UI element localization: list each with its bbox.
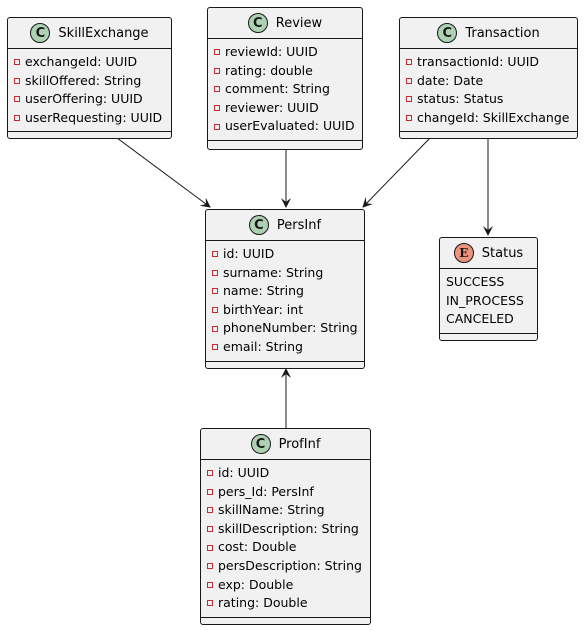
class-fields: reviewId: UUID rating: double comment: S… — [208, 39, 362, 141]
class-skillexchange: C SkillExchange exchangeId: UUID skillOf… — [7, 17, 172, 139]
class-fields: exchangeId: UUID skillOffered: String us… — [8, 49, 171, 133]
private-visibility-icon — [214, 49, 220, 56]
private-visibility-icon — [212, 344, 218, 351]
private-visibility-icon — [207, 600, 213, 607]
class-title: SkillExchange — [58, 25, 149, 41]
class-title: PersInf — [276, 217, 322, 233]
private-visibility-icon — [207, 563, 213, 570]
class-field: cost: Double — [201, 538, 370, 557]
enum-status: E Status SUCCESS IN_PROCESS CANCELED — [439, 237, 538, 341]
class-field: birthYear: int — [206, 301, 364, 320]
private-visibility-icon — [406, 96, 412, 103]
class-field: surname: String — [206, 264, 364, 283]
enum-methods — [440, 334, 537, 342]
class-methods — [201, 618, 370, 626]
private-visibility-icon — [207, 581, 213, 588]
private-visibility-icon — [214, 67, 220, 74]
edge-transaction-to-persinf — [362, 137, 431, 208]
class-field: comment: String — [208, 80, 362, 99]
class-header: C Review — [208, 8, 362, 39]
class-profinf: C ProfInf id: UUID pers_Id: PersInf skil… — [200, 428, 371, 625]
class-fields: id: UUID pers_Id: PersInf skillName: Str… — [201, 460, 370, 618]
private-visibility-icon — [212, 251, 218, 258]
class-field: transactionId: UUID — [400, 53, 577, 72]
class-methods — [400, 132, 577, 140]
class-badge-icon: C — [437, 23, 458, 43]
class-field: skillOffered: String — [8, 72, 171, 91]
private-visibility-icon — [406, 59, 412, 66]
private-visibility-icon — [406, 77, 412, 84]
class-field: reviewId: UUID — [208, 43, 362, 62]
private-visibility-icon — [14, 96, 20, 103]
class-field: phoneNumber: String — [206, 319, 364, 338]
class-methods — [208, 141, 362, 149]
class-field: skillName: String — [201, 501, 370, 520]
class-methods — [206, 362, 364, 370]
private-visibility-icon — [14, 77, 20, 84]
class-field: exp: Double — [201, 576, 370, 595]
class-field: name: String — [206, 282, 364, 301]
private-visibility-icon — [207, 526, 213, 533]
private-visibility-icon — [212, 307, 218, 314]
private-visibility-icon — [214, 105, 220, 112]
enum-value: IN_PROCESS — [446, 292, 524, 308]
enum-badge-icon: E — [453, 243, 474, 263]
class-field: persDescription: String — [201, 557, 370, 576]
class-field: changeId: SkillExchange — [400, 109, 577, 128]
class-review: C Review reviewId: UUID rating: double c… — [207, 7, 363, 150]
class-methods — [8, 132, 171, 140]
class-badge-icon: C — [247, 13, 268, 33]
class-field: rating: Double — [201, 594, 370, 613]
private-visibility-icon — [406, 115, 412, 122]
private-visibility-icon — [214, 123, 220, 130]
class-header: C ProfInf — [201, 429, 370, 460]
class-field: pers_Id: PersInf — [201, 483, 370, 502]
private-visibility-icon — [214, 86, 220, 93]
enum-title: Status — [481, 245, 524, 261]
private-visibility-icon — [207, 488, 213, 495]
class-field: userRequesting: UUID — [8, 109, 171, 128]
class-field: date: Date — [400, 72, 577, 91]
class-field: rating: double — [208, 62, 362, 81]
class-header: C Transaction — [400, 18, 577, 49]
class-field: reviewer: UUID — [208, 99, 362, 118]
enum-value: SUCCESS — [446, 274, 505, 289]
private-visibility-icon — [14, 115, 20, 122]
class-transaction: C Transaction transactionId: UUID date: … — [399, 17, 578, 139]
edge-skillexchange-to-persinf — [116, 137, 211, 208]
class-title: Review — [275, 15, 323, 31]
class-title: Transaction — [465, 25, 540, 41]
private-visibility-icon — [207, 507, 213, 514]
class-title: ProfInf — [278, 436, 321, 452]
private-visibility-icon — [212, 325, 218, 332]
private-visibility-icon — [212, 288, 218, 295]
enum-value: CANCELED — [446, 311, 514, 327]
class-field: id: UUID — [201, 464, 370, 483]
class-field: userOffering: UUID — [8, 90, 171, 109]
class-field: status: Status — [400, 90, 577, 109]
class-header: C SkillExchange — [8, 18, 171, 49]
class-badge-icon: C — [30, 23, 51, 43]
class-field: exchangeId: UUID — [8, 53, 171, 72]
private-visibility-icon — [207, 544, 213, 551]
class-field: id: UUID — [206, 245, 364, 264]
class-field: skillDescription: String — [201, 520, 370, 539]
private-visibility-icon — [14, 59, 20, 66]
enum-header: E Status — [440, 238, 537, 269]
class-field: userEvaluated: UUID — [208, 117, 362, 136]
class-fields: id: UUID surname: String name: String bi… — [206, 241, 364, 362]
class-persinf: C PersInf id: UUID surname: String name:… — [205, 209, 365, 369]
private-visibility-icon — [207, 470, 213, 477]
private-visibility-icon — [212, 269, 218, 276]
class-header: C PersInf — [206, 210, 364, 241]
class-badge-icon: C — [248, 215, 269, 235]
enum-values: SUCCESS IN_PROCESS CANCELED — [440, 269, 537, 334]
class-fields: transactionId: UUID date: Date status: S… — [400, 49, 577, 133]
class-badge-icon: C — [250, 434, 271, 454]
class-field: email: String — [206, 338, 364, 357]
